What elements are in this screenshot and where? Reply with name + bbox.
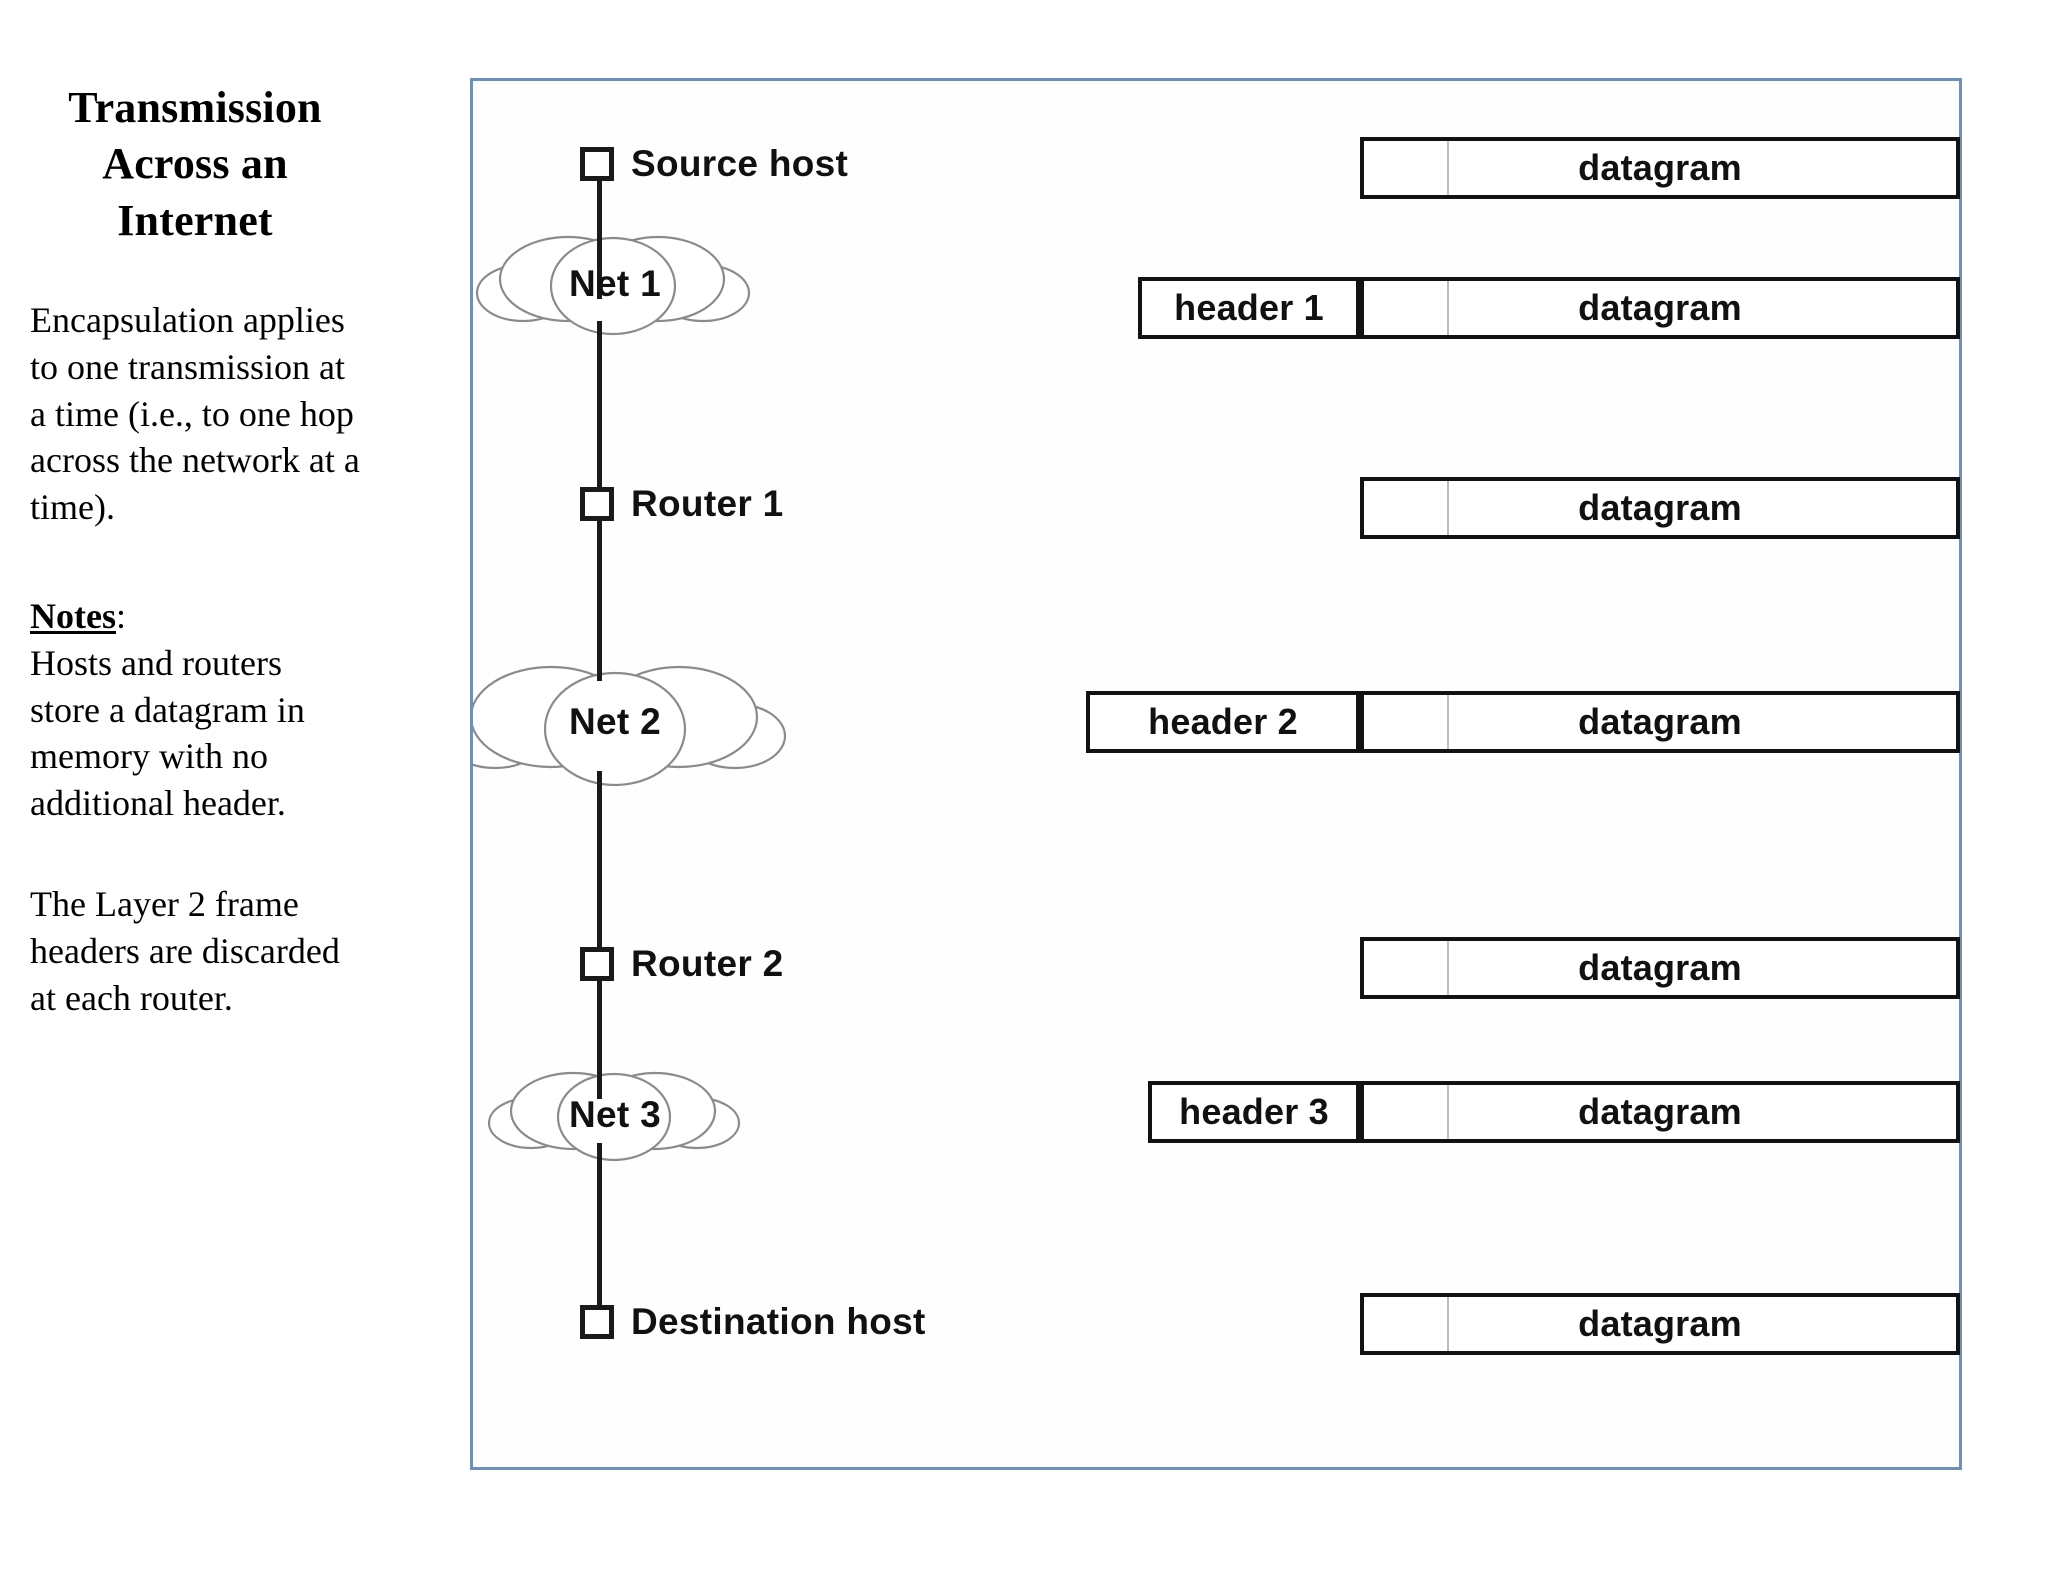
node-label-router-2: Router 2 [631,943,784,984]
cloud-label-net2: Net 2 [569,701,661,742]
diagram-panel: Source host Router 1 Router 2 Destinatio… [470,78,1962,1470]
packet-row: header 2 datagram [473,691,1960,753]
cloud-label-net3: Net 3 [569,1094,661,1135]
packet-divider-tick [1447,481,1449,535]
packet-divider-tick [1447,1085,1449,1139]
link-net3-to-destination [597,1143,602,1305]
cloud-shape-net3 [487,1071,741,1162]
packet-divider-tick [1447,141,1449,195]
node-label-router-1: Router 1 [631,483,784,524]
paragraph-layer2: The Layer 2 frame headers are discarded … [30,883,340,1018]
link-router1-to-net2 [597,521,602,681]
node-router-1[interactable] [580,487,614,521]
page-title: Transmission Across an Internet [68,83,322,245]
link-source-to-net1 [597,181,602,299]
paragraph-encapsulation: Encapsulation applies to one transmissio… [30,299,360,528]
notes-heading-colon: : [115,595,126,636]
packet-row: datagram [473,477,1960,539]
node-router-2[interactable] [580,947,614,981]
packet-header: header 3 [1148,1081,1360,1143]
packet-row: datagram [473,937,1960,999]
packet-header: header 2 [1086,691,1360,753]
link-net1-to-router1 [597,321,602,487]
text-column: Transmission Across an Internet Encapsul… [30,80,360,1021]
packet-divider-tick [1447,941,1449,995]
cloud-shape-net2 [473,665,787,787]
node-label-source-host: Source host [631,143,849,184]
packet-payload: datagram [1360,477,1960,539]
notes-heading: Notes: [30,593,360,640]
paragraph-notes-body: Hosts and routers store a datagram in me… [30,642,305,824]
packet-row: datagram [473,1293,1960,1355]
notes-heading-label: Notes [30,595,116,636]
packet-row: header 3 datagram [473,1081,1960,1143]
packet-payload: datagram [1360,691,1960,753]
packet-payload: datagram [1360,1081,1960,1143]
packet-payload: datagram [1360,937,1960,999]
packet-payload: datagram [1360,277,1960,339]
link-net2-to-router2 [597,771,602,947]
cloud-layer [473,235,787,1162]
node-source-host[interactable] [580,147,614,181]
packet-divider-tick [1447,695,1449,749]
cloud-shape-net1 [475,235,751,336]
packet-divider-tick [1447,1297,1449,1351]
node-destination-host[interactable] [580,1305,614,1339]
packet-divider-tick [1447,281,1449,335]
packet-header: header 1 [1138,277,1360,339]
cloud-label-net1: Net 1 [569,263,661,304]
packet-payload: datagram [1360,137,1960,199]
packet-row: datagram [473,137,1960,199]
packet-payload: datagram [1360,1293,1960,1355]
packet-row: header 1 datagram [473,277,1960,339]
link-router2-to-net3 [597,981,602,1099]
node-label-destination-host: Destination host [631,1301,926,1342]
